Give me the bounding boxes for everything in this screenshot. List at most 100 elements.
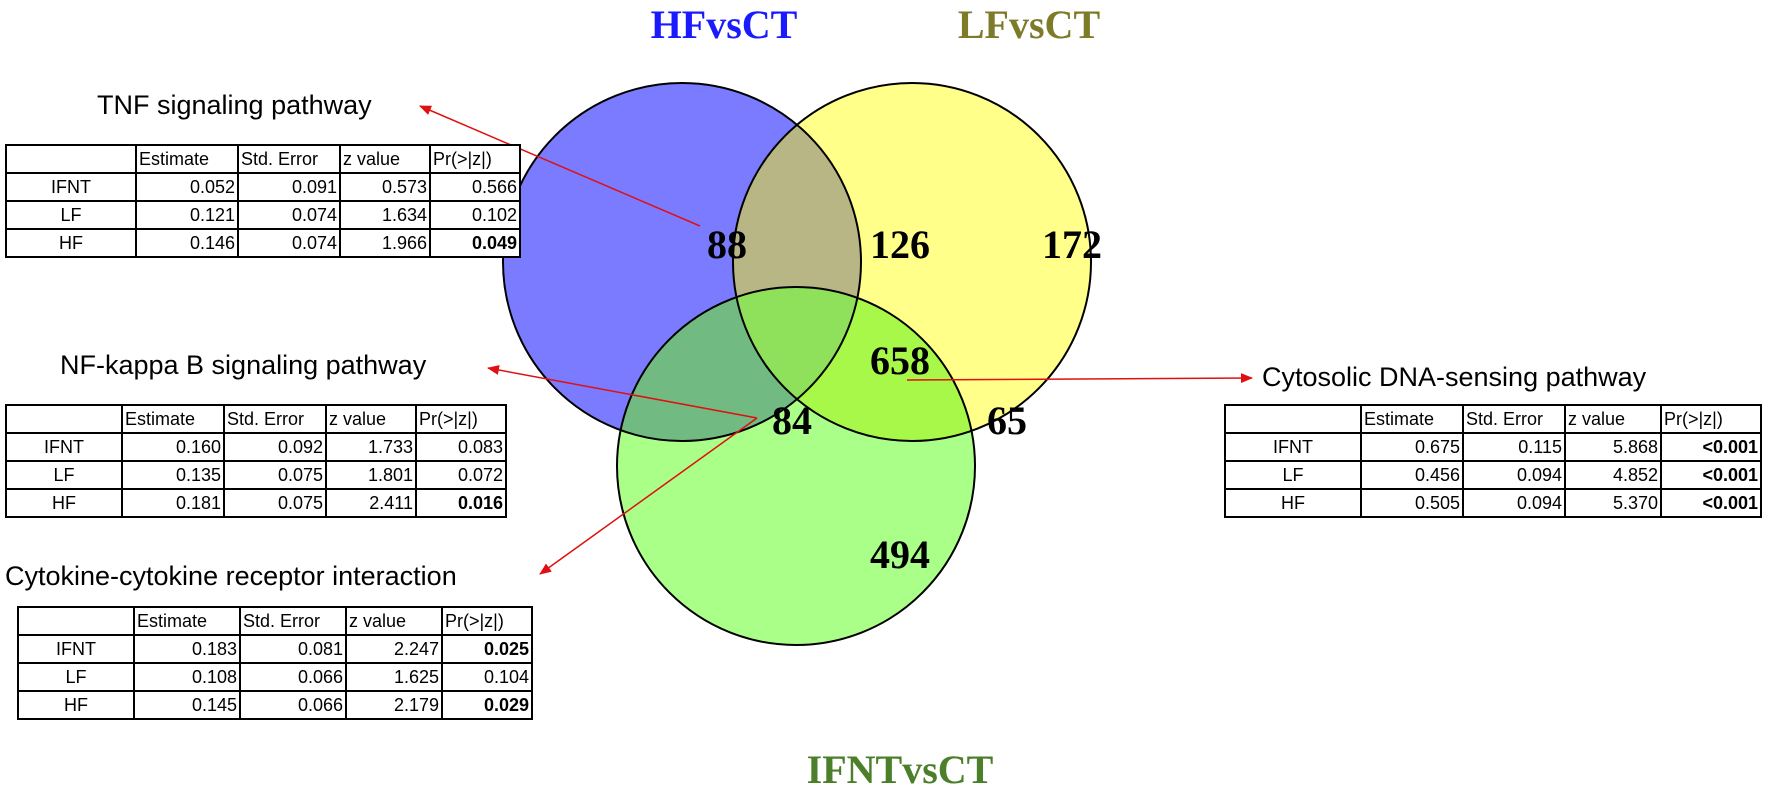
header-cell: Estimate — [135, 144, 239, 174]
estimate-cell: 0.675 — [1360, 432, 1464, 462]
count-lf-ifnt: 65 — [987, 398, 1027, 443]
std-error-cell: 0.081 — [239, 634, 347, 664]
header-cell: Pr(>|z|) — [429, 144, 521, 174]
count-hf-lf: 126 — [870, 222, 930, 267]
arrow-dna — [906, 373, 1253, 384]
table-row: HF 0.505 0.094 5.370 <0.001 — [1224, 488, 1762, 518]
row-name: IFNT — [1224, 432, 1362, 462]
z-value-cell: 1.634 — [339, 200, 431, 230]
header-cell: Estimate — [121, 404, 225, 434]
header-cell: Std. Error — [1462, 404, 1566, 434]
lf-set-title: LFvsCT — [958, 2, 1101, 47]
p-value-cell: 0.049 — [429, 228, 521, 258]
estimate-cell: 0.505 — [1360, 488, 1464, 518]
estimate-cell: 0.052 — [135, 172, 239, 202]
table-row: IFNT 0.183 0.081 2.247 0.025 — [17, 634, 533, 664]
header-cell: Pr(>|z|) — [1660, 404, 1762, 434]
nfkb-title: NF-kappa B signaling pathway — [60, 350, 427, 380]
estimate-cell: 0.108 — [133, 662, 241, 692]
z-value-cell: 2.179 — [345, 690, 443, 720]
estimate-cell: 0.146 — [135, 228, 239, 258]
z-value-cell: 2.411 — [325, 488, 417, 518]
header-cell: Std. Error — [239, 606, 347, 636]
count-lf-only: 172 — [1042, 222, 1102, 267]
table-header-row: Estimate Std. Error z value Pr(>|z|) — [5, 144, 521, 174]
row-name: LF — [5, 460, 123, 490]
std-error-cell: 0.115 — [1462, 432, 1566, 462]
row-name: LF — [17, 662, 135, 692]
row-name: HF — [17, 690, 135, 720]
nfkb-table: Estimate Std. Error z value Pr(>|z|) IFN… — [5, 404, 507, 518]
row-name: HF — [5, 488, 123, 518]
table-row: LF 0.108 0.066 1.625 0.104 — [17, 662, 533, 692]
z-value-cell: 1.966 — [339, 228, 431, 258]
header-cell: Std. Error — [237, 144, 341, 174]
z-value-cell: 5.370 — [1564, 488, 1662, 518]
estimate-cell: 0.135 — [121, 460, 225, 490]
hf-circle-outline — [502, 82, 862, 442]
row-name: HF — [5, 228, 137, 258]
p-value-cell: 0.025 — [441, 634, 533, 664]
table-row: IFNT 0.052 0.091 0.573 0.566 — [5, 172, 521, 202]
count-all-three: 658 — [870, 338, 930, 383]
p-value-cell: 0.083 — [415, 432, 507, 462]
p-value-cell: 0.029 — [441, 690, 533, 720]
header-cell: Std. Error — [223, 404, 327, 434]
tnf-title: TNF signaling pathway — [97, 90, 372, 120]
std-error-cell: 0.074 — [237, 228, 341, 258]
p-value-cell: <0.001 — [1660, 432, 1762, 462]
table-row: HF 0.181 0.075 2.411 0.016 — [5, 488, 507, 518]
table-header-row: Estimate Std. Error z value Pr(>|z|) — [5, 404, 507, 434]
z-value-cell: 0.573 — [339, 172, 431, 202]
table-row: IFNT 0.675 0.115 5.868 <0.001 — [1224, 432, 1762, 462]
arrow-tnf — [419, 105, 701, 227]
std-error-cell: 0.094 — [1462, 460, 1566, 490]
z-value-cell: 1.733 — [325, 432, 417, 462]
z-value-cell: 5.868 — [1564, 432, 1662, 462]
row-name: IFNT — [5, 172, 137, 202]
std-error-cell: 0.094 — [1462, 488, 1566, 518]
header-cell — [1224, 404, 1362, 434]
dna-title: Cytosolic DNA-sensing pathway — [1262, 362, 1647, 392]
header-cell: z value — [339, 144, 431, 174]
header-cell: Estimate — [1360, 404, 1464, 434]
lf-circle-outline — [732, 82, 1092, 442]
header-cell — [5, 404, 123, 434]
table-row: HF 0.145 0.066 2.179 0.029 — [17, 690, 533, 720]
std-error-cell: 0.066 — [239, 690, 347, 720]
table-header-row: Estimate Std. Error z value Pr(>|z|) — [1224, 404, 1762, 434]
p-value-cell: <0.001 — [1660, 460, 1762, 490]
estimate-cell: 0.121 — [135, 200, 239, 230]
header-cell: z value — [1564, 404, 1662, 434]
count-ifnt-only: 494 — [870, 532, 930, 577]
hf-set-title: HFvsCT — [651, 2, 798, 47]
std-error-cell: 0.091 — [237, 172, 341, 202]
std-error-cell: 0.075 — [223, 488, 327, 518]
header-cell — [5, 144, 137, 174]
header-cell: Pr(>|z|) — [415, 404, 507, 434]
table-row: LF 0.135 0.075 1.801 0.072 — [5, 460, 507, 490]
table-header-row: Estimate Std. Error z value Pr(>|z|) — [17, 606, 533, 636]
table-row: IFNT 0.160 0.092 1.733 0.083 — [5, 432, 507, 462]
estimate-cell: 0.160 — [121, 432, 225, 462]
std-error-cell: 0.066 — [239, 662, 347, 692]
header-cell: Estimate — [133, 606, 241, 636]
row-name: IFNT — [17, 634, 135, 664]
count-hf-only: 88 — [707, 222, 747, 267]
z-value-cell: 2.247 — [345, 634, 443, 664]
estimate-cell: 0.145 — [133, 690, 241, 720]
row-name: HF — [1224, 488, 1362, 518]
estimate-cell: 0.181 — [121, 488, 225, 518]
p-value-cell: 0.102 — [429, 200, 521, 230]
cytokine-table: Estimate Std. Error z value Pr(>|z|) IFN… — [17, 606, 533, 720]
std-error-cell: 0.075 — [223, 460, 327, 490]
cytokine-title: Cytokine-cytokine receptor interaction — [5, 561, 457, 591]
z-value-cell: 1.801 — [325, 460, 417, 490]
arrow-cytokine — [539, 417, 758, 575]
p-value-cell: 0.566 — [429, 172, 521, 202]
p-value-cell: 0.016 — [415, 488, 507, 518]
ifnt-set-title: IFNTvsCT — [807, 747, 994, 792]
z-value-cell: 4.852 — [1564, 460, 1662, 490]
std-error-cell: 0.092 — [223, 432, 327, 462]
